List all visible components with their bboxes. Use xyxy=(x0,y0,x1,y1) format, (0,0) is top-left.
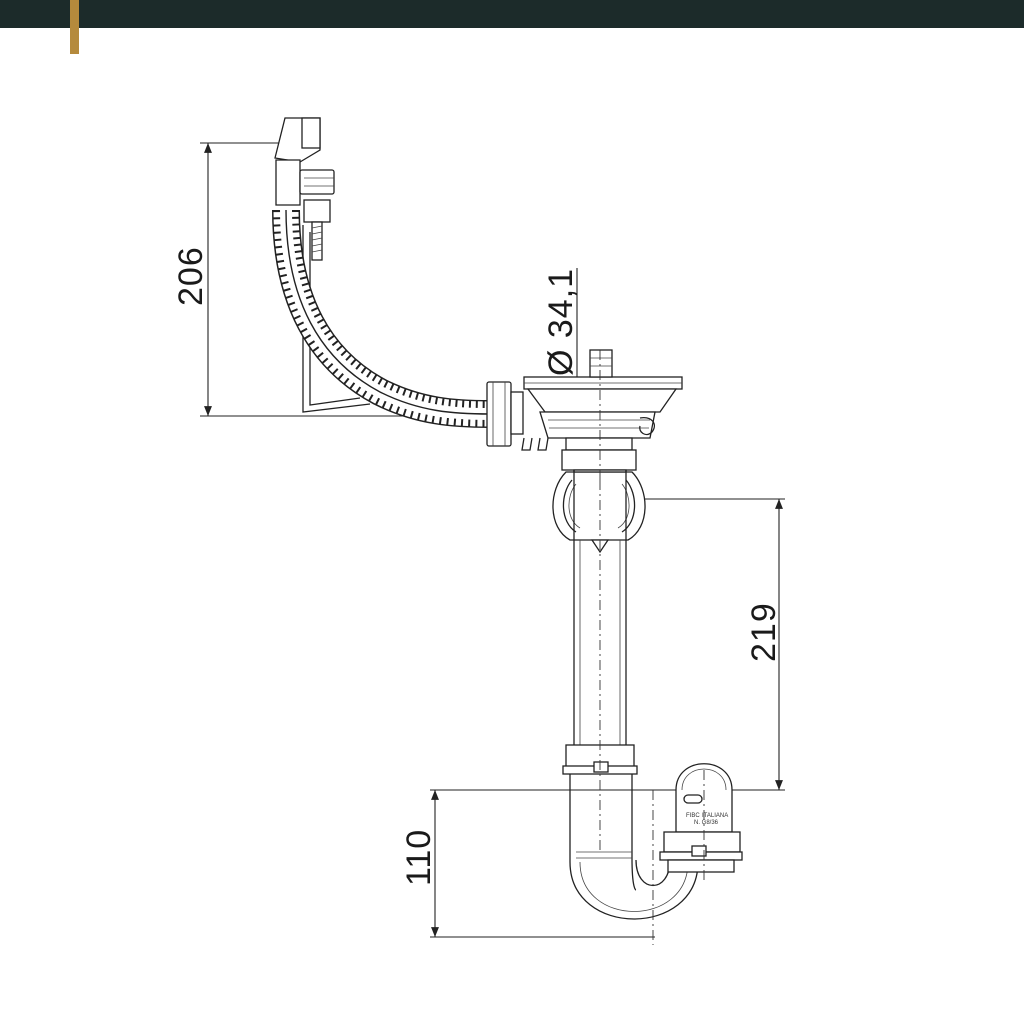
trap-brand: FIBC xyxy=(686,813,700,819)
dimension-206-label: 206 xyxy=(172,246,210,306)
trap-code: N. G8/36 xyxy=(694,820,719,826)
dimension-219-label: 219 xyxy=(745,602,783,662)
dimension-110-label: 110 xyxy=(400,829,438,886)
trap-origin: ITALIANA xyxy=(702,813,728,819)
dimension-110: 110 xyxy=(400,790,655,938)
accent-tab xyxy=(70,0,79,54)
overflow-head xyxy=(274,117,371,413)
header-bar xyxy=(0,0,1024,28)
sink-strainer xyxy=(486,349,683,471)
dimension-diameter-label: Ø 34,1 xyxy=(542,268,580,376)
u-trap: FIBC ITALIANA N. G8/36 xyxy=(569,763,743,920)
overflow-hose xyxy=(272,209,491,428)
centerlines xyxy=(599,350,705,945)
slip-joint xyxy=(552,471,646,554)
